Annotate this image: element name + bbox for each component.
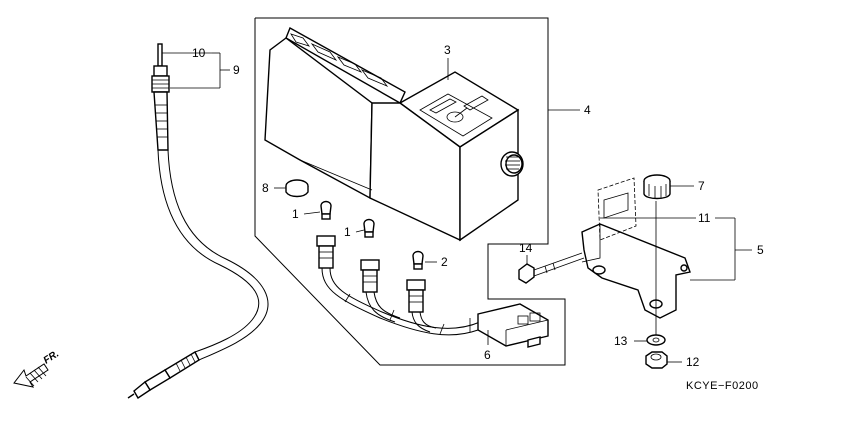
bulb-1a [320,200,332,220]
callout-10: 10 [192,46,206,60]
meter-housing [264,27,524,242]
callout-1b: 1 [344,225,351,239]
front-direction-label: FR. [42,349,62,367]
bulb-2 [412,250,424,270]
diagram-code: KCYE−F0200 [686,380,759,392]
callout-8: 8 [262,181,269,195]
callout-5: 5 [757,243,764,257]
callout-2: 2 [441,255,448,269]
callout-12: 12 [686,355,700,369]
wire-harness [316,235,549,348]
nut-7 [643,174,671,200]
callout-4: 4 [584,103,591,117]
grommet-8 [285,179,309,198]
callout-14: 14 [519,241,533,255]
callout-6: 6 [484,348,491,362]
front-direction-arrow [13,363,49,388]
washer-13 [646,334,666,346]
callout-7: 7 [698,179,705,193]
assembly-outline-4 [254,17,566,366]
nut-12 [645,351,668,369]
callout-11: 11 [698,211,711,225]
leader-lines [162,52,752,363]
callout-13: 13 [614,334,628,348]
callout-9: 9 [233,63,240,77]
bulb-1b [363,218,375,238]
callout-3: 3 [444,43,451,57]
meter-bracket [581,177,691,319]
speedometer-cable [127,43,269,399]
bolt-14 [518,252,585,284]
callout-1a: 1 [292,207,299,221]
